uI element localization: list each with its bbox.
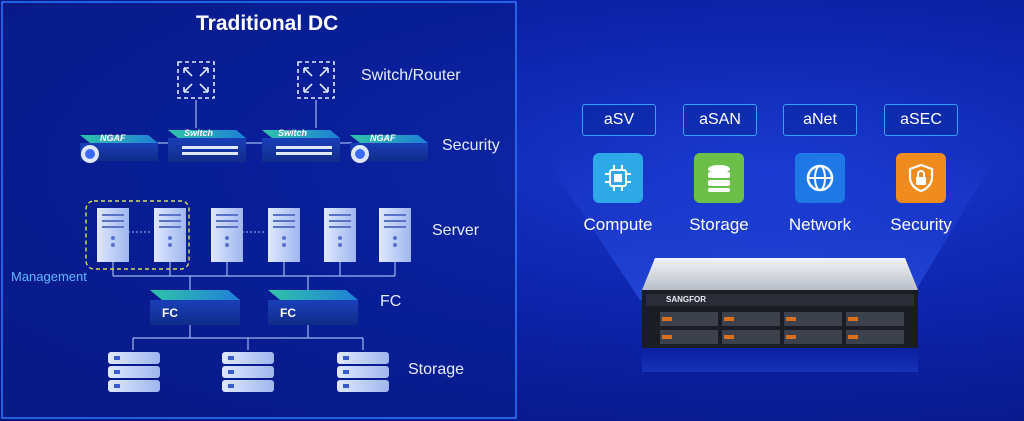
module-label-storage: Storage: [689, 215, 749, 234]
server-rack-5: [324, 208, 356, 262]
row-label-security: Security: [442, 137, 500, 154]
switch-label-left: Switch: [184, 128, 214, 138]
storage-stack-3: [337, 352, 389, 392]
router-icon-right: [297, 61, 335, 99]
server-rack-2: [154, 208, 186, 262]
switch-label-right: Switch: [278, 128, 308, 138]
module-tag-asan: aSAN: [683, 104, 757, 136]
panel-title: Traditional DC: [196, 12, 339, 35]
globe-icon: [795, 153, 845, 203]
ngaf-label-left: NGAF: [100, 133, 126, 143]
ngaf-device-left: [80, 135, 158, 163]
module-tag-asv: aSV: [582, 104, 656, 136]
module-label-network: Network: [788, 215, 852, 234]
row-label-switch-router: Switch/Router: [361, 67, 461, 84]
management-box: [85, 200, 190, 270]
fc-switch-left: [150, 290, 240, 325]
ngaf-label-right: NGAF: [370, 133, 396, 143]
module-tag-anet: aNet: [783, 104, 857, 136]
storage-stack-2: [222, 352, 274, 392]
module-label-compute: Compute: [583, 215, 653, 234]
switch-device-left: [168, 130, 246, 162]
module-tag-asec: aSEC: [884, 104, 958, 136]
row-label-fc: FC: [380, 293, 402, 310]
fc-label-right: FC: [280, 306, 296, 320]
storage-stack-1: [108, 352, 160, 392]
left-panel-frame: [1, 1, 517, 419]
database-icon: [694, 153, 744, 203]
row-label-storage: Storage: [408, 361, 465, 378]
hci-appliance: [642, 258, 918, 372]
router-icon-left: [177, 61, 215, 99]
management-label: Management: [11, 269, 87, 284]
switch-device-right: [262, 130, 340, 162]
ngaf-device-right: [350, 135, 428, 163]
server-rack-1: [97, 208, 129, 262]
appliance-brand: SANGFOR: [666, 295, 706, 304]
fc-switch-right: [268, 290, 358, 325]
server-rack-3: [211, 208, 243, 262]
server-rack-4: [268, 208, 300, 262]
server-rack-6: [379, 208, 411, 262]
cpu-icon: [593, 153, 643, 203]
module-label-security: Security: [890, 215, 952, 234]
fc-label-left: FC: [162, 306, 178, 320]
row-label-server: Server: [432, 222, 480, 239]
shield-lock-icon: [896, 153, 946, 203]
